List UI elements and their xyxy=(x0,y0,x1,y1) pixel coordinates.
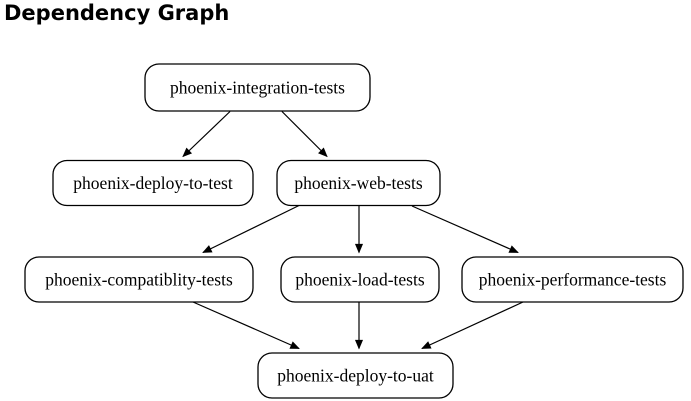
node-phoenix-web-tests[interactable]: phoenix-web-tests xyxy=(276,159,441,207)
node-phoenix-performance-tests[interactable]: phoenix-performance-tests xyxy=(461,256,684,303)
node-box[interactable] xyxy=(52,159,254,207)
node-box[interactable] xyxy=(257,352,454,399)
node-label: phoenix-deploy-to-test xyxy=(73,173,233,193)
node-phoenix-deploy-to-test[interactable]: phoenix-deploy-to-test xyxy=(52,159,254,207)
node-phoenix-load-tests[interactable]: phoenix-load-tests xyxy=(280,256,440,303)
node-box[interactable] xyxy=(276,159,441,207)
edge-integration-tests-to-web-tests xyxy=(281,111,328,158)
node-label: phoenix-load-tests xyxy=(295,270,424,290)
edge-compatiblity-tests-to-deploy-to-uat xyxy=(192,301,300,350)
node-label: phoenix-integration-tests xyxy=(170,78,345,98)
edge-web-tests-to-compatiblity-tests xyxy=(202,204,300,254)
node-label: phoenix-web-tests xyxy=(294,173,422,193)
edge-web-tests-to-performance-tests xyxy=(411,205,519,254)
node-label: phoenix-deploy-to-uat xyxy=(277,366,434,386)
node-box[interactable] xyxy=(280,256,440,303)
node-label: phoenix-performance-tests xyxy=(479,270,667,290)
node-box[interactable] xyxy=(24,256,254,303)
edge-performance-tests-to-deploy-to-uat xyxy=(421,301,524,350)
node-box[interactable] xyxy=(144,63,371,112)
node-phoenix-compatiblity-tests[interactable]: phoenix-compatiblity-tests xyxy=(24,256,254,303)
node-label: phoenix-compatiblity-tests xyxy=(45,270,233,290)
page-title: Dependency Graph xyxy=(4,1,230,25)
node-phoenix-deploy-to-uat[interactable]: phoenix-deploy-to-uat xyxy=(257,352,454,399)
node-phoenix-integration-tests[interactable]: phoenix-integration-tests xyxy=(144,63,371,112)
edge-integration-tests-to-deploy-to-test xyxy=(182,111,231,158)
node-box[interactable] xyxy=(461,256,684,303)
